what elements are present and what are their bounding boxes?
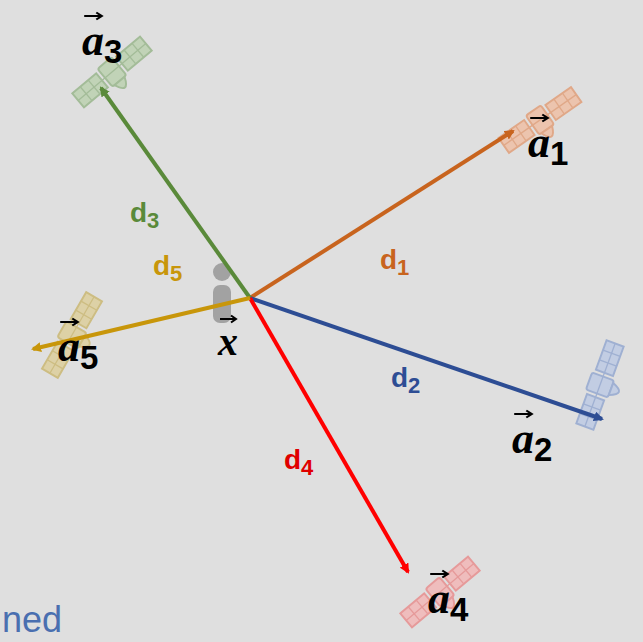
satellite-position-label: a1: [528, 121, 568, 170]
satellite-position-label: a3: [82, 19, 122, 68]
distance-label: d1: [380, 246, 409, 279]
distance-arrow: [101, 88, 250, 298]
vector-arrow: [512, 409, 534, 419]
vector-arrow: [428, 569, 450, 579]
receiver-position-label: x: [218, 322, 238, 362]
vector-arrow: [58, 317, 80, 327]
satellite-position-label: a5: [58, 325, 98, 374]
distance-label: d4: [284, 446, 313, 479]
satellite-position-label: a4: [428, 577, 468, 626]
person-icon: [213, 263, 231, 323]
vector-arrow: [218, 314, 238, 324]
satellite-icon: [574, 339, 634, 433]
distance-label: d5: [153, 252, 182, 285]
distance-label: d2: [391, 364, 420, 397]
distance-arrow: [250, 298, 408, 572]
distance-arrow: [250, 131, 513, 298]
satellite-icon: [40, 291, 112, 383]
distance-arrow: [250, 298, 602, 419]
satellite-position-label: a2: [512, 417, 552, 466]
vector-arrow: [528, 113, 550, 123]
cut-off-text: ned: [2, 602, 62, 638]
vector-arrow: [82, 11, 104, 21]
satellite-icon: [399, 555, 487, 636]
distance-label: d3: [130, 199, 159, 232]
